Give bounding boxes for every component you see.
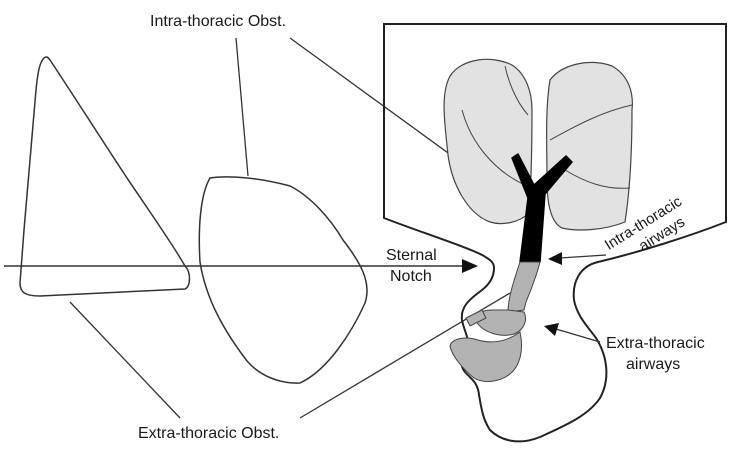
extra-thoracic-obst-label: Extra-thoracic Obst. [138,425,279,442]
extra-thoracic-obstruction-loop [199,177,367,383]
intra-airways-arrow-line [560,255,606,258]
left-lung [444,59,532,223]
intra-obst-leader-line [236,38,248,176]
intra-airways-arrowhead [548,252,562,265]
extra-thoracic-trachea [508,262,540,312]
right-lung [547,62,633,230]
extra-obst-leader-line [70,302,180,418]
sternal-notch-arrowhead [462,259,478,273]
extra-airways-arrowhead [544,323,559,336]
extra-thoracic-pharynx [450,332,522,381]
intra-thoracic-obst-label: Intra-thoracic Obst. [150,13,286,30]
extra-airways-label-line1: Extra-thoracic [606,335,705,352]
sternal-notch-label-line2: Notch [390,268,432,285]
intra-thoracic-obstruction-loop [20,57,190,296]
sternal-notch-label-line1: Sternal [386,247,437,264]
extra-airways-label-line2: airways [626,356,680,373]
